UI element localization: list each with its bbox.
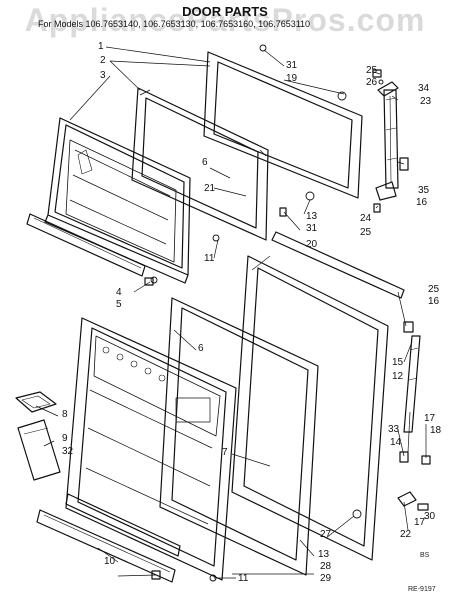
leader-lines (35, 46, 427, 579)
hinge-details (385, 97, 419, 381)
callout-29: 29 (320, 573, 332, 584)
freezer-door (44, 117, 191, 284)
callout-1: 1 (98, 41, 104, 52)
freezer-handle (26, 213, 154, 286)
callout-28: 28 (320, 561, 332, 572)
callout-8: 8 (62, 409, 68, 420)
callout-35: 35 (418, 185, 430, 196)
dairy-bin (17, 419, 61, 481)
callout-25c: 25 (428, 284, 440, 295)
callout-14: 14 (390, 437, 402, 448)
callout-20: 20 (306, 239, 318, 250)
callout-17b: 17 (414, 517, 426, 528)
callout-27: 27 (320, 529, 332, 540)
callout-25a: 25 (366, 65, 378, 76)
callout-18: 18 (430, 425, 442, 436)
callout-31b: 31 (306, 223, 318, 234)
callout-23: 23 (420, 96, 432, 107)
callout-13b: 13 (318, 549, 330, 560)
callout-6b: 6 (198, 343, 204, 354)
callout-2: 2 (100, 55, 106, 66)
fresh-food-door (65, 317, 237, 581)
callout-11a: 11 (204, 253, 215, 264)
callout-11b: 11 (238, 573, 249, 584)
callout-26: 26 (366, 77, 378, 88)
callout-17a: 17 (424, 413, 436, 424)
upper-hinge (372, 69, 409, 213)
callout-21: 21 (204, 183, 216, 194)
callout-4: 4 (116, 287, 122, 298)
footer-mark: BS (420, 552, 430, 559)
callout-30: 30 (424, 511, 436, 522)
watermark: AppliancePartsPros.com (24, 2, 426, 38)
callout-16b: 16 (428, 296, 440, 307)
callout-7: 7 (222, 447, 228, 458)
callout-12: 12 (392, 371, 404, 382)
freezer-liner (131, 87, 269, 241)
callout-34: 34 (418, 83, 430, 94)
callout-6a: 6 (202, 157, 208, 168)
callout-32: 32 (62, 446, 74, 457)
callout-31a: 31 (286, 60, 298, 71)
callout-13a: 13 (306, 211, 318, 222)
callout-9: 9 (62, 433, 68, 444)
callout-16a: 16 (416, 197, 428, 208)
diagram-title: DOOR PARTS (182, 4, 268, 19)
fresh-food-liner (159, 297, 319, 576)
footer-code: RE-9197 (408, 586, 436, 593)
callout-3: 3 (100, 70, 106, 81)
callout-22: 22 (400, 529, 412, 540)
freezer-gasket (203, 51, 363, 199)
fresh-food-gasket (231, 255, 389, 561)
butter-dish (15, 391, 57, 413)
callout-25b: 25 (360, 227, 372, 238)
screws (150, 44, 384, 582)
callout-15: 15 (392, 357, 404, 368)
callout-19: 19 (286, 73, 298, 84)
callout-33: 33 (388, 424, 400, 435)
callout-5: 5 (116, 299, 122, 310)
model-list: For Models 106.7653140, 106.7653130, 106… (38, 19, 311, 29)
fresh-food-handle (36, 493, 181, 583)
callout-24: 24 (360, 213, 372, 224)
callout-10: 10 (104, 556, 116, 567)
center-hinge-bar (271, 207, 405, 299)
